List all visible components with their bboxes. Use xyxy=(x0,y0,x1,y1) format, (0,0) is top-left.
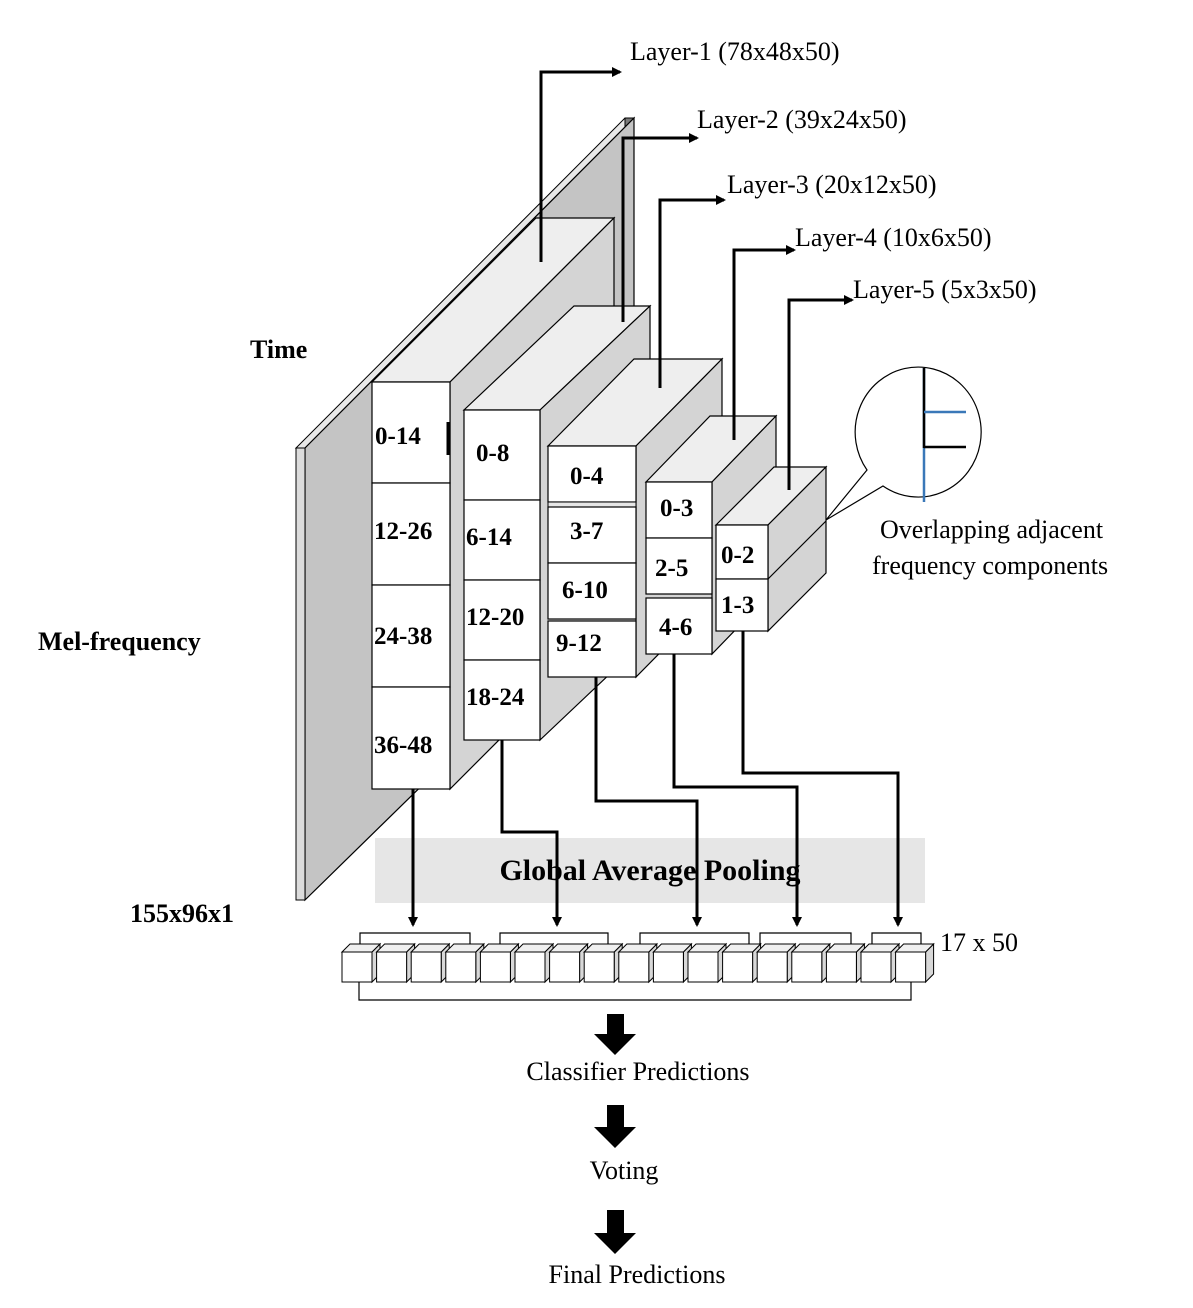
layer-2-band: 0-8 xyxy=(476,440,509,467)
final-predictions-label: Final Predictions xyxy=(549,1260,726,1289)
layer-3-band: 3-7 xyxy=(570,518,603,545)
layer-3-label: Layer-3 (20x12x50) xyxy=(727,170,937,199)
layer-label-arrows xyxy=(539,67,854,490)
layer-2-band: 18-24 xyxy=(466,684,525,711)
feature-cube xyxy=(859,942,901,984)
layer-1-band: 24-38 xyxy=(374,623,432,650)
layer-5-block: 0-2 1-3 xyxy=(714,465,828,633)
down-arrow-icon xyxy=(594,1210,636,1254)
feature-cube xyxy=(790,942,832,984)
feature-cube xyxy=(479,942,520,984)
layer-3-band: 9-12 xyxy=(556,630,602,657)
feature-cube xyxy=(340,942,382,984)
layer-4-band: 0-3 xyxy=(660,495,693,522)
pooling-band xyxy=(375,838,925,903)
group-brackets xyxy=(358,932,922,1001)
mel-frequency-label: Mel-frequency xyxy=(38,627,201,656)
feature-vector xyxy=(340,932,935,1001)
cube-row xyxy=(340,942,935,984)
feature-cube xyxy=(755,942,797,984)
feature-cube xyxy=(375,942,416,984)
layer-3-band: 0-4 xyxy=(570,463,604,490)
pooling-label: Global Average Pooling xyxy=(499,854,800,887)
classifier-predictions-label: Classifier Predictions xyxy=(526,1057,749,1086)
layer-4-band: 2-5 xyxy=(655,555,688,582)
layer-4-band: 4-6 xyxy=(659,614,692,641)
pooling-arrows xyxy=(408,631,903,927)
layer-5-band: 0-2 xyxy=(721,542,754,569)
feature-cube xyxy=(513,942,555,984)
layer-4-label: Layer-4 (10x6x50) xyxy=(795,223,992,252)
feature-cube xyxy=(825,942,866,984)
vector-size-label: 17 x 50 xyxy=(940,928,1018,957)
down-arrow-icon xyxy=(594,1105,636,1148)
layer-1-band: 12-26 xyxy=(374,518,432,545)
layer-5-band: 1-3 xyxy=(721,592,754,619)
feature-cube xyxy=(409,942,451,984)
layer-5-label: Layer-5 (5x3x50) xyxy=(853,275,1037,304)
feature-cube xyxy=(582,942,624,984)
layer-1-band: 36-48 xyxy=(374,732,432,759)
feature-cube xyxy=(617,942,659,984)
input-size-label: 155x96x1 xyxy=(130,899,234,928)
layer-3-band: 6-10 xyxy=(562,577,608,604)
callout-text-line-2: frequency components xyxy=(872,551,1108,580)
feature-cube xyxy=(652,942,693,984)
time-label: Time xyxy=(250,335,307,364)
feature-cube xyxy=(444,942,486,984)
feature-cube xyxy=(894,942,935,984)
layer-1-label: Layer-1 (78x48x50) xyxy=(630,37,840,66)
voting-label: Voting xyxy=(590,1156,659,1185)
layer-2-band: 6-14 xyxy=(466,524,512,551)
feature-cube xyxy=(548,942,589,984)
layer-2-label: Layer-2 (39x24x50) xyxy=(697,105,907,134)
layer-1-band: 0-14 xyxy=(375,423,421,450)
feature-cube xyxy=(721,942,762,984)
callout-text-line-1: Overlapping adjacent xyxy=(880,515,1104,544)
down-arrow-icon xyxy=(594,1014,636,1055)
layer-2-band: 12-20 xyxy=(466,604,524,631)
feature-cube xyxy=(686,942,728,984)
overlap-callout xyxy=(825,366,982,521)
